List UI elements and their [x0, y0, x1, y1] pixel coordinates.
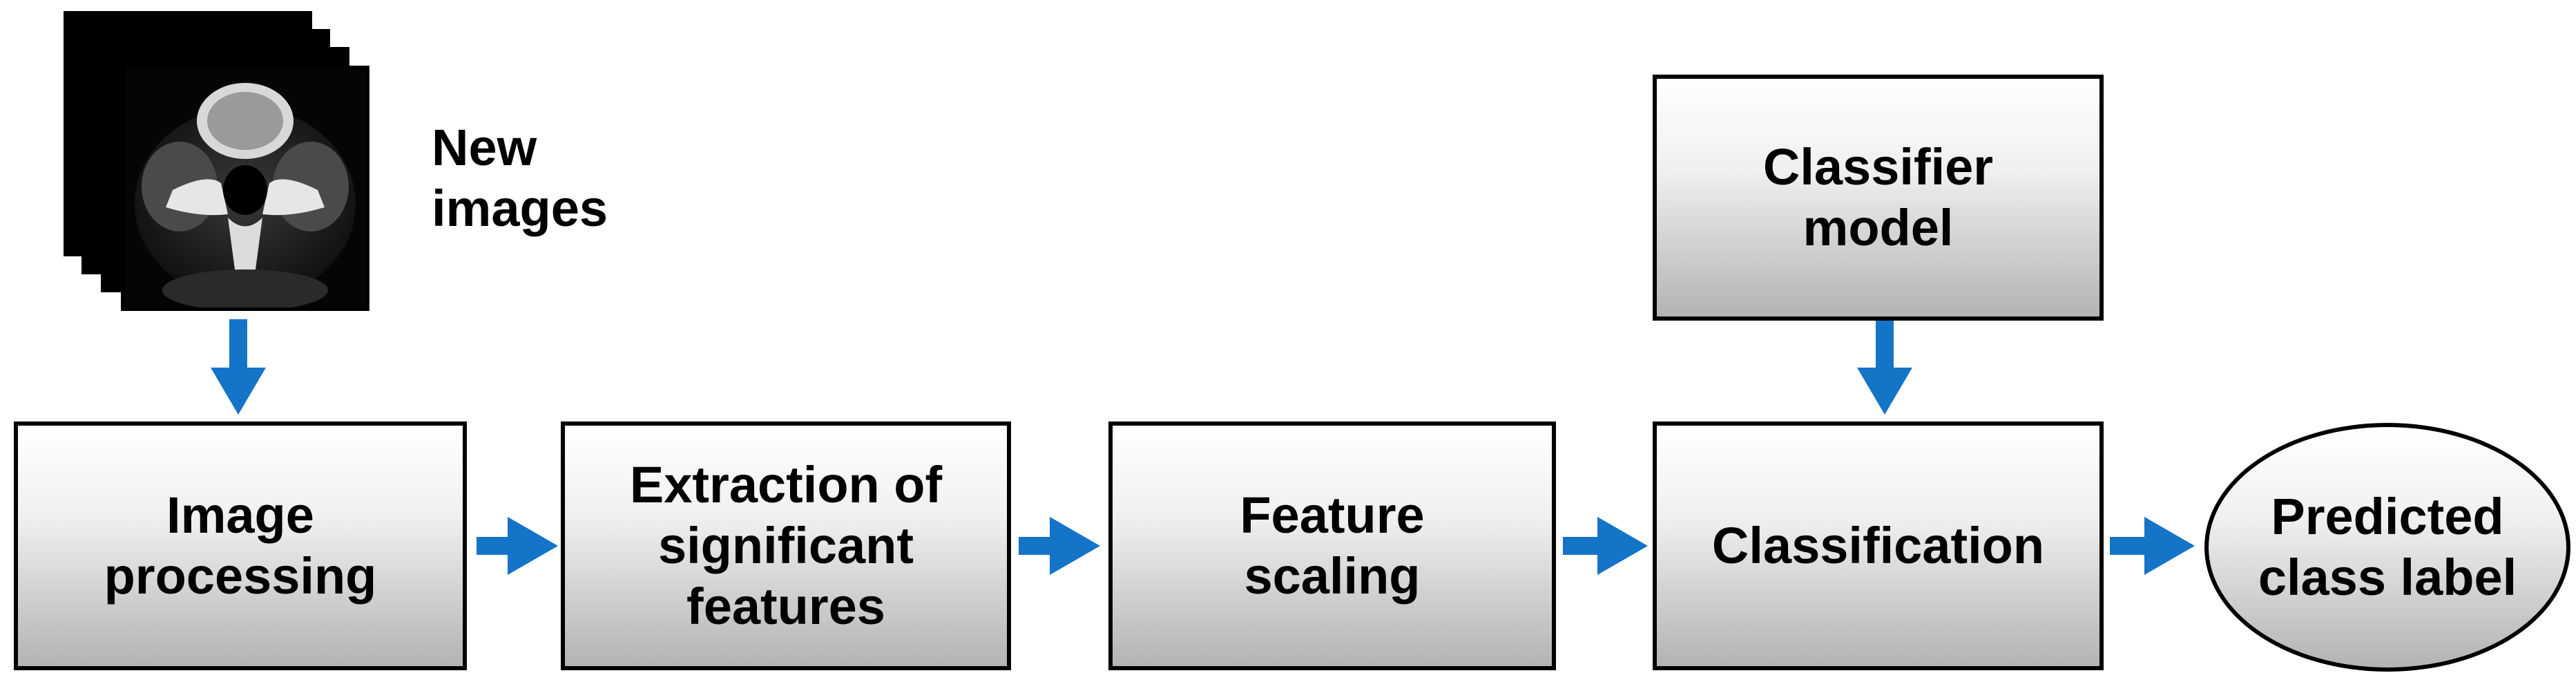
arrow-right-1	[477, 517, 558, 575]
output-label: Predicted class label	[2258, 488, 2517, 606]
step-label: Classification	[1711, 517, 2045, 574]
classifier-model-box: Classifier model	[1653, 75, 2104, 321]
step-label: Image processing	[104, 486, 377, 605]
step-image-processing: Image processing	[14, 421, 467, 670]
step-label: Extraction of significant features	[629, 456, 943, 635]
step-classification: Classification	[1653, 421, 2104, 670]
step-label: Feature scaling	[1240, 486, 1425, 605]
step-extraction: Extraction of significant features	[561, 421, 1011, 670]
arrow-down-images	[211, 319, 266, 415]
vertebra-scan-image	[124, 69, 366, 307]
predicted-class-label-node: Predicted class label	[2204, 423, 2570, 672]
step-feature-scaling: Feature scaling	[1108, 421, 1556, 670]
new-images-label: New images	[432, 119, 608, 237]
arrow-right-3	[1563, 517, 1648, 575]
model-label: Classifier model	[1762, 138, 1994, 256]
arrow-down-model	[1857, 319, 1912, 415]
arrow-right-4	[2110, 517, 2195, 575]
arrow-right-2	[1019, 517, 1100, 575]
ct-slice-front	[121, 66, 369, 311]
